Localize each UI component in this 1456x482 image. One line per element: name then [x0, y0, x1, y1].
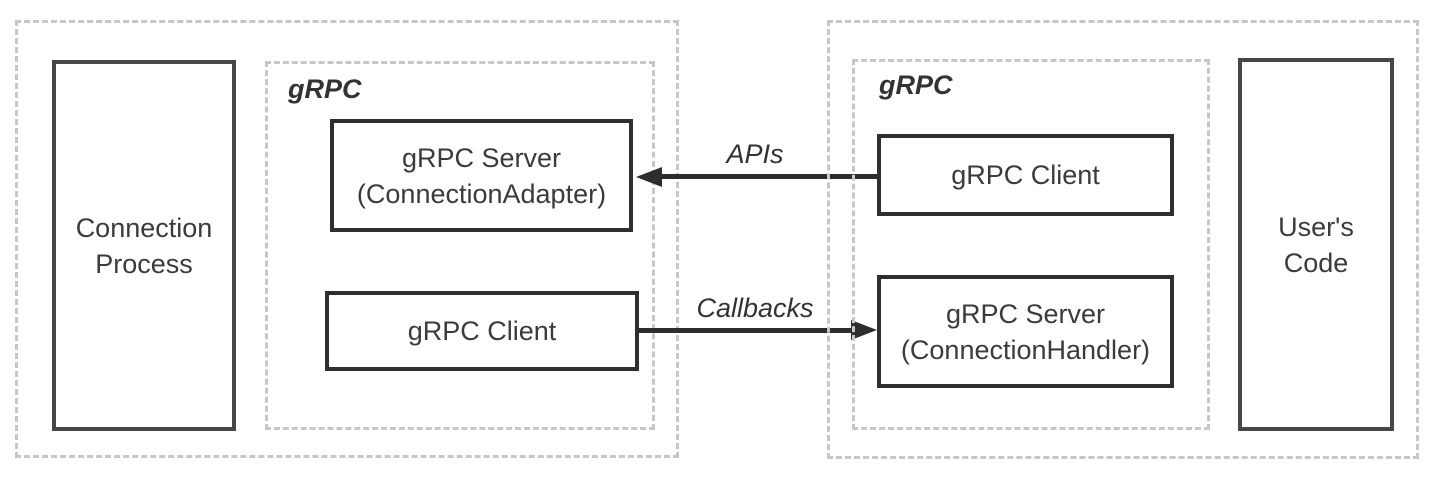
grpc-server-adapter-box: gRPC Server (ConnectionAdapter) [330, 119, 633, 232]
callbacks-label: Callbacks [696, 293, 814, 323]
grpc-server-handler-line2: (ConnectionHandler) [900, 334, 1151, 365]
apis-arrowhead [636, 167, 662, 187]
grpc-server-handler-box: gRPC Server (ConnectionHandler) [877, 275, 1174, 388]
connection-process-box: Connection Process [52, 60, 236, 431]
user-code-box: User's Code [1238, 58, 1394, 431]
connection-process-group [15, 20, 679, 458]
grpc-label-right: gRPC [879, 70, 953, 100]
callbacks-arrowhead [851, 320, 877, 340]
grpc-client-left-box: gRPC Client [325, 291, 639, 371]
user-code-label: User's Code [1278, 211, 1354, 278]
grpc-client-right-label: gRPC Client [951, 160, 1100, 190]
grpc-container-left: gRPC [265, 61, 655, 430]
apis-arrow-line [658, 174, 877, 179]
grpc-server-handler-line1: gRPC Server [945, 298, 1106, 329]
user-code-group [827, 20, 1419, 459]
apis-label: APIs [726, 139, 784, 169]
grpc-server-adapter-line1: gRPC Server [401, 142, 562, 173]
callbacks-arrow-line [639, 328, 853, 333]
connection-process-label: Connection Process [75, 212, 213, 279]
grpc-client-right-box: gRPC Client [877, 134, 1174, 216]
grpc-server-adapter-line2: (ConnectionAdapter) [356, 178, 607, 209]
grpc-container-right: gRPC [852, 59, 1210, 430]
grpc-label-left: gRPC [288, 74, 362, 104]
grpc-client-left-label: gRPC Client [407, 316, 557, 346]
